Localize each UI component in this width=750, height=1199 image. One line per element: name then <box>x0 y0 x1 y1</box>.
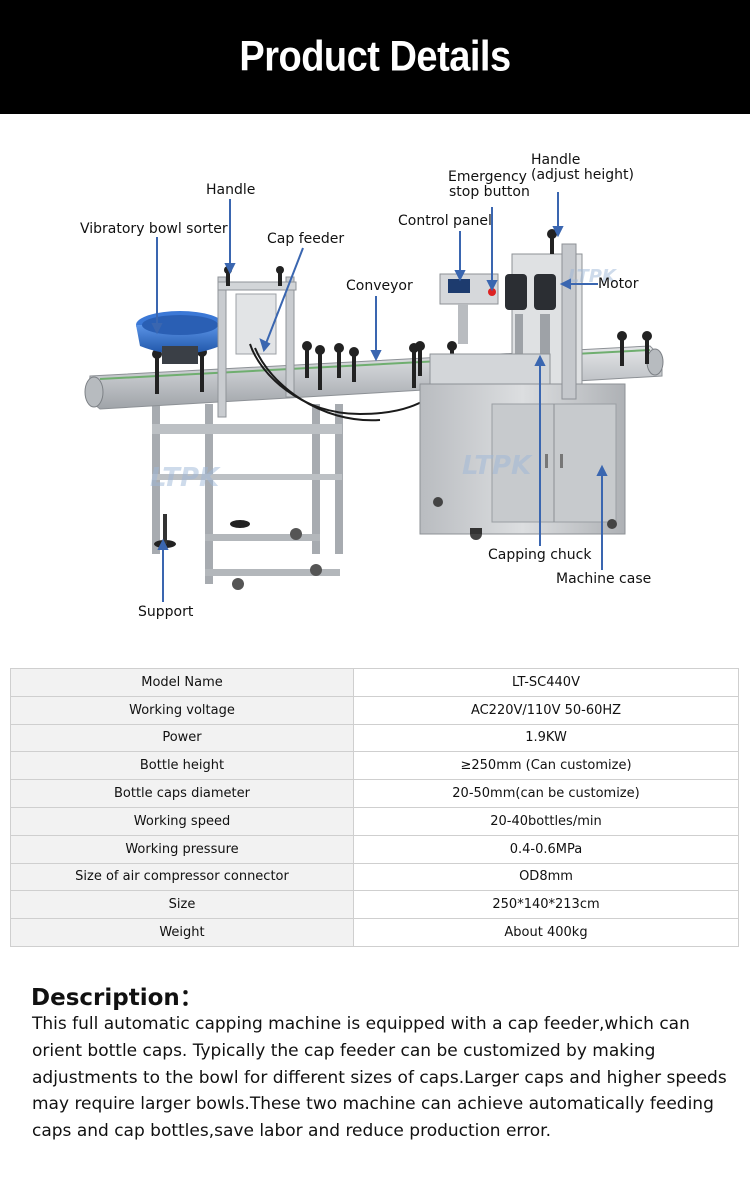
cap-feeder-line <box>264 247 304 347</box>
table-row: Bottle caps diameter 20-50mm(can be cust… <box>10 779 739 808</box>
watermark-center: LTPK <box>462 451 533 481</box>
spec-label: Working voltage <box>10 695 354 725</box>
callout-machine-case: Machine case <box>556 571 652 587</box>
spec-label: Power <box>10 723 354 753</box>
spec-table: Model Name LT-SC440V Working voltage AC2… <box>10 668 739 947</box>
table-row: Working voltage AC220V/110V 50-60HZ <box>10 695 739 725</box>
spec-value: 1.9KW <box>353 723 739 753</box>
spec-label: Working pressure <box>10 834 354 864</box>
watermark-right: LTPK <box>568 266 618 287</box>
capping-machine-case <box>419 383 626 540</box>
callout-handle-adjust-line2: (adjust height) <box>531 167 635 183</box>
vibratory-bowl <box>136 311 224 364</box>
callout-emergency-stop-line2: stop button <box>449 184 530 200</box>
callout-handle: Handle <box>206 182 256 198</box>
spec-value: 20-50mm(can be customize) <box>353 779 739 808</box>
capping-machine-drawing: LTPK LTPK LTPK <box>84 192 664 602</box>
spec-label: Model Name <box>10 668 354 697</box>
watermark-left: LTPK <box>150 463 221 493</box>
spec-value: 0.4-0.6MPa <box>353 834 739 864</box>
callout-motor: Motor <box>598 276 639 292</box>
table-row: Working speed 20-40bottles/min <box>10 806 739 836</box>
left-support-frame <box>152 404 343 590</box>
watermark: LTPK LTPK LTPK <box>150 266 618 493</box>
callout-support: Support <box>138 604 194 620</box>
page-title: Product Details <box>239 32 511 80</box>
table-row: Working pressure 0.4-0.6MPa <box>10 834 739 864</box>
description-heading: Description： <box>31 985 203 1011</box>
spec-label: Bottle height <box>10 751 354 781</box>
callout-conveyor: Conveyor <box>346 278 413 294</box>
callout-vibratory-bowl-sorter: Vibratory bowl sorter <box>80 221 228 237</box>
callout-handle-adjust-line1: Handle <box>531 152 581 168</box>
table-row: Weight About 400kg <box>10 918 739 947</box>
description-body: This full automatic capping machine is e… <box>32 1014 727 1142</box>
spec-value: ≥250mm (Can customize) <box>353 751 739 781</box>
spec-value: 250*140*213cm <box>353 890 739 920</box>
capping-head <box>429 229 583 400</box>
machine-illustration: LTPK LTPK LTPK <box>0 114 750 654</box>
spec-label: Working speed <box>10 806 354 836</box>
spec-value: About 400kg <box>353 918 739 947</box>
callout-lines <box>151 192 608 602</box>
table-row: Bottle height ≥250mm (Can customize) <box>10 751 739 781</box>
callout-capping-chuck: Capping chuck <box>488 547 592 563</box>
table-row: Size of air compressor connector OD8mm <box>10 862 739 892</box>
table-row: Power 1.9KW <box>10 723 739 753</box>
spec-value: LT-SC440V <box>353 668 739 697</box>
spec-value: 20-40bottles/min <box>353 806 739 836</box>
spec-label: Weight <box>10 918 354 947</box>
table-row: Model Name LT-SC440V <box>10 668 739 697</box>
spec-value: AC220V/110V 50-60HZ <box>353 695 739 725</box>
spec-label: Size of air compressor connector <box>10 862 354 892</box>
callout-control-panel: Control panel <box>398 213 492 229</box>
spec-value: OD8mm <box>353 862 739 892</box>
spec-label: Size <box>10 890 354 920</box>
page-header: Product Details <box>0 0 750 114</box>
callout-cap-feeder: Cap feeder <box>267 231 345 247</box>
table-row: Size 250*140*213cm <box>10 890 739 920</box>
callout-emergency-stop-line1: Emergency <box>448 169 527 185</box>
spec-label: Bottle caps diameter <box>10 779 354 808</box>
